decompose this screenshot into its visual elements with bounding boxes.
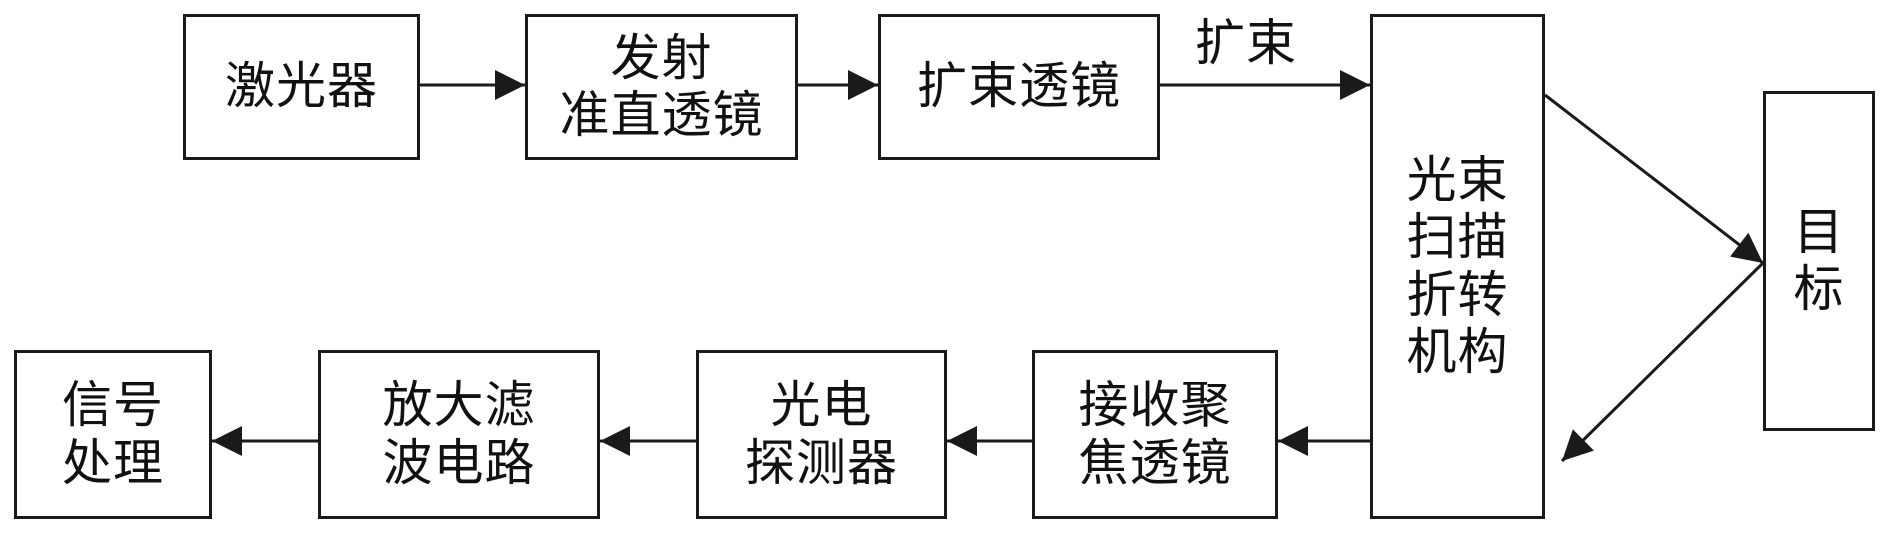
target-block: 目 标 bbox=[1763, 91, 1875, 431]
arrow-scanner-to-target bbox=[1544, 93, 1764, 265]
rx-focus-label-line1: 接收聚 bbox=[1078, 376, 1232, 434]
signal-proc-label-line1: 信号 bbox=[62, 376, 164, 434]
photodetector-label-line2: 探测器 bbox=[745, 433, 898, 492]
amp-filter-label-line2: 波电路 bbox=[382, 433, 536, 492]
amp-filter-block: 放大滤 波电路 bbox=[318, 350, 600, 519]
signal-proc-block: 信号 处理 bbox=[14, 350, 212, 519]
laser-label: 激光器 bbox=[225, 57, 378, 116]
tx-collimator-block: 发射 准直透镜 bbox=[525, 14, 798, 160]
tx-collimator-label-line2: 准直透镜 bbox=[559, 86, 764, 144]
scanner-label-line1: 光束 bbox=[1406, 150, 1509, 209]
scanner-label-line3: 折转 bbox=[1406, 265, 1509, 324]
beam-expander-label: 扩束透镜 bbox=[917, 57, 1121, 116]
signal-proc-label-line2: 处理 bbox=[62, 433, 164, 492]
target-label-line2: 标 bbox=[1793, 260, 1845, 318]
rx-focus-block: 接收聚 焦透镜 bbox=[1032, 350, 1278, 519]
scanner-label-line4: 机构 bbox=[1406, 323, 1509, 381]
scanner-block: 光束 扫描 折转 机构 bbox=[1370, 14, 1545, 519]
photodetector-label-line1: 光电 bbox=[770, 376, 873, 434]
expanded-beam-label: 扩束 bbox=[1195, 14, 1297, 72]
scanner-label-line2: 扫描 bbox=[1406, 208, 1509, 266]
photodetector-block: 光电 探测器 bbox=[696, 350, 947, 519]
rx-focus-label-line2: 焦透镜 bbox=[1078, 433, 1232, 492]
tx-collimator-label-line1: 发射 bbox=[610, 28, 713, 87]
beam-expander-block: 扩束透镜 bbox=[878, 14, 1160, 160]
arrow-target-to-scanner bbox=[1560, 261, 1765, 463]
laser-block: 激光器 bbox=[183, 14, 420, 160]
amp-filter-label-line1: 放大滤 bbox=[382, 376, 536, 434]
target-label-line1: 目 bbox=[1793, 202, 1845, 261]
